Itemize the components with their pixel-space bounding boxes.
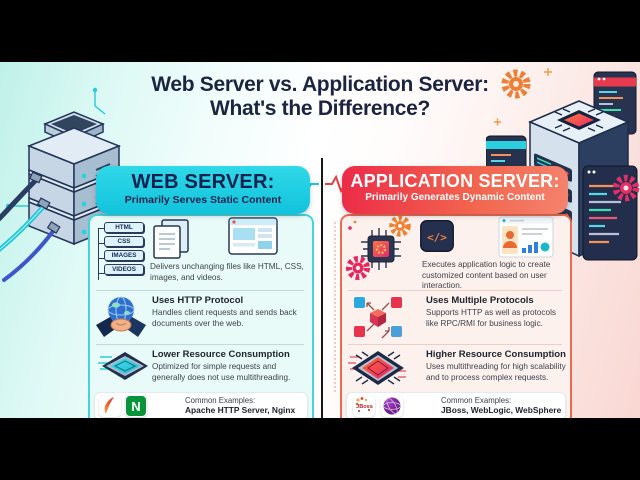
- code-icon: </>: [420, 220, 454, 252]
- examples-box: N Common Examples: Apache HTTP Server, N…: [94, 392, 308, 418]
- application-server-panel: </> Executes application logic to create…: [340, 214, 572, 418]
- title-line-1: Web Server vs. Application Server:: [151, 73, 489, 96]
- feature-desc: Handles client requests and sends back d…: [152, 308, 297, 328]
- web-server-intro: Delivers unchanging files like HTML, CSS…: [150, 262, 304, 282]
- dashboard-icon: [498, 216, 554, 258]
- file-tag-videos: VIDEOS: [104, 264, 144, 275]
- application-server-header: APPLICATION SERVER: Primarily Generates …: [342, 166, 568, 214]
- code-glyph: </>: [427, 231, 447, 244]
- feature-title: Lower Resource Consumption: [152, 349, 290, 360]
- examples-value: Apache HTTP Server, Nginx: [185, 405, 296, 415]
- nginx-letter: N: [131, 399, 140, 414]
- examples-label: Common Examples:: [441, 396, 512, 405]
- tag-connector: [98, 228, 99, 280]
- chip-on-top: [554, 108, 604, 132]
- title-line-2: What's the Difference?: [209, 97, 431, 120]
- row-divider: [96, 290, 304, 291]
- nginx-icon: N: [125, 395, 147, 417]
- feature-desc: Uses multithreading for high scalability…: [426, 362, 566, 382]
- browser-window-icon: [228, 217, 278, 255]
- row-divider: [348, 344, 562, 345]
- cyan-chip-icon: [98, 352, 148, 380]
- application-server-header-title: APPLICATION SERVER:: [350, 171, 560, 191]
- feature-desc: Optimized for simple requests and genera…: [152, 362, 291, 382]
- documents-icon: [153, 219, 189, 259]
- row-divider: [96, 344, 304, 345]
- gear-icon: [612, 174, 640, 202]
- feature-title: Uses HTTP Protocol: [152, 295, 244, 306]
- center-divider: [321, 158, 323, 418]
- server-cables: [0, 177, 56, 282]
- tag-connector: [98, 258, 105, 259]
- examples-value: JBoss, WebLogic, WebSphere: [441, 405, 562, 415]
- application-server-intro: Executes application logic to create cus…: [422, 260, 551, 290]
- decor-dotted-line-right: [334, 222, 336, 392]
- feature-desc: Supports HTTP as well as protocols like …: [426, 308, 556, 328]
- gear-icon: [501, 69, 531, 99]
- application-server-header-subtitle: Primarily Generates Dynamic Content: [365, 192, 545, 203]
- jboss-label: JBoss: [356, 404, 373, 410]
- row-divider: [348, 290, 562, 291]
- red-chip-icon: [348, 351, 406, 385]
- web-server-header-subtitle: Primarily Serves Static Content: [124, 194, 282, 206]
- tag-connector: [98, 273, 105, 274]
- file-tag-images: IMAGES: [104, 250, 144, 261]
- globe-handshake-icon: [96, 296, 146, 337]
- tag-connector: [98, 243, 105, 244]
- tag-connector: [98, 228, 105, 229]
- code-panel-front: [582, 165, 638, 261]
- chip-gears-icon: [346, 216, 411, 280]
- application-server-illustration: [486, 68, 640, 261]
- web-server-header: WEB SERVER: Primarily Serves Static Cont…: [96, 166, 310, 214]
- apache-icon: [99, 395, 121, 417]
- examples-box: JBoss Common Examples: JBos: [346, 392, 566, 418]
- jboss-icon: JBoss: [353, 395, 375, 417]
- file-tag-html: HTML: [104, 222, 144, 233]
- page-title: Web Server vs. Application Server: What'…: [0, 73, 640, 121]
- websphere-icon: [381, 395, 403, 417]
- examples-label: Common Examples:: [185, 396, 256, 405]
- feature-title: Uses Multiple Protocols: [426, 295, 534, 306]
- web-server-header-title: WEB SERVER:: [131, 171, 275, 193]
- protocol-cubes-icon: [354, 297, 402, 339]
- web-server-panel: HTML CSS IMAGES VIDEOS: [88, 214, 314, 418]
- feature-title: Higher Resource Consumption: [426, 349, 566, 360]
- infographic: Web Server vs. Application Server: What'…: [0, 62, 640, 418]
- file-tag-css: CSS: [104, 236, 144, 247]
